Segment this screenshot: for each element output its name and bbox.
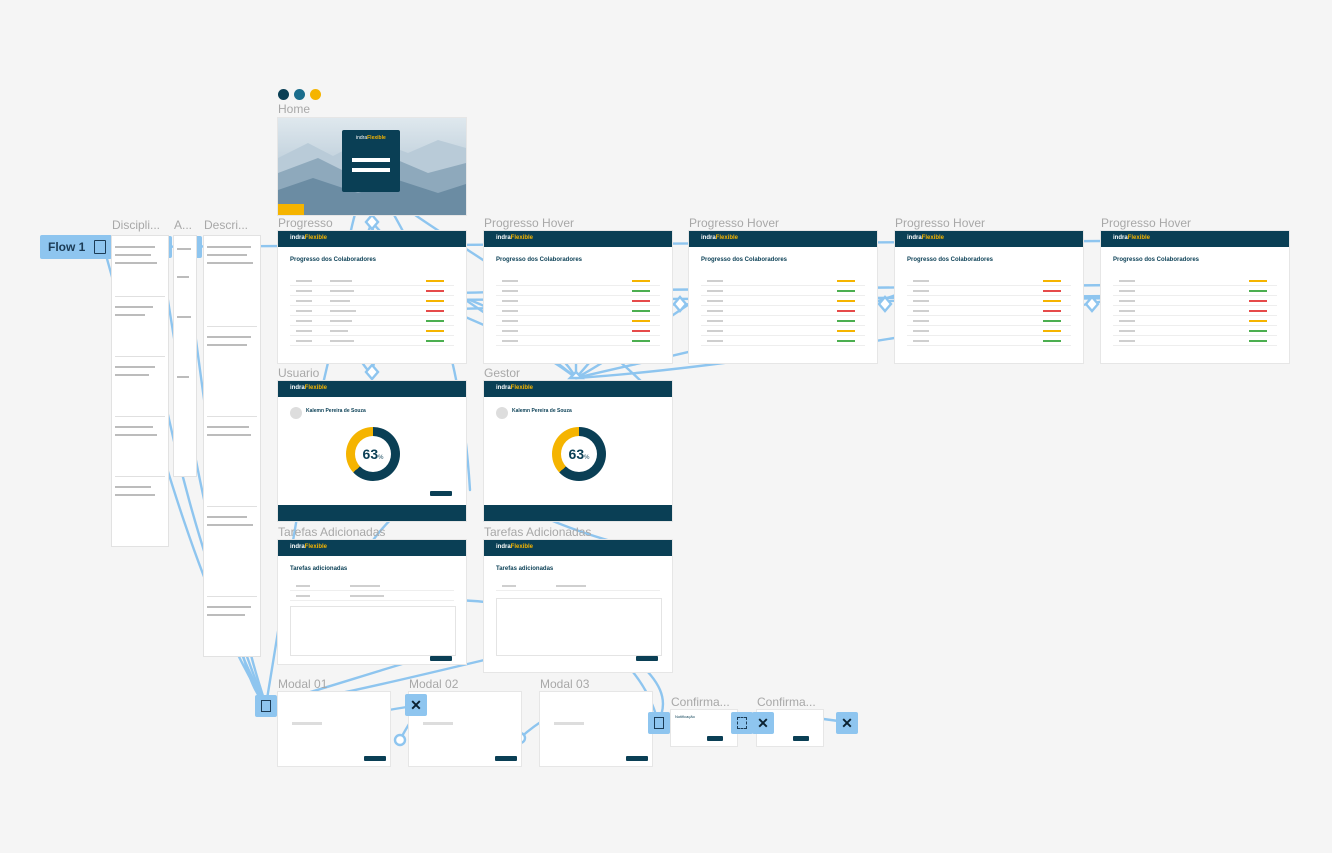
- close-badge-confirm1[interactable]: ✕: [752, 712, 774, 734]
- avatar: [290, 407, 302, 419]
- frame-label-modal3: Modal 03: [540, 677, 590, 691]
- frame-label-hover3: Progresso Hover: [895, 216, 986, 230]
- usuario-action-button[interactable]: [430, 491, 452, 496]
- close-icon: ✕: [410, 697, 422, 713]
- frame-label-tarefas1: Tarefas Adicionadas: [278, 525, 386, 539]
- tasks-title: Tarefas adicionadas: [290, 566, 348, 572]
- color-dot-teal: [294, 89, 305, 100]
- close-badge-modal2[interactable]: ✕: [405, 694, 427, 716]
- disciplinas-list: [112, 236, 168, 546]
- color-dot-dark: [278, 89, 289, 100]
- confirm2-ok-button[interactable]: [793, 736, 809, 741]
- frame-tarefas-2[interactable]: indraFlexible Tarefas adicionadas: [484, 540, 672, 672]
- device-icon: [261, 700, 271, 712]
- frame-label-gestor: Gestor: [484, 366, 521, 380]
- close-badge-confirm2[interactable]: ✕: [836, 712, 858, 734]
- frame-progresso-hover-3[interactable]: indraFlexible Progresso dos Colaboradore…: [895, 231, 1083, 363]
- frame-usuario[interactable]: indraFlexible Kalemn Pereira de Souza 63…: [278, 381, 466, 521]
- modal3-next-button[interactable]: [626, 756, 648, 761]
- device-icon: [94, 240, 106, 254]
- swap-badge[interactable]: [731, 712, 753, 734]
- frame-progresso-hover-1[interactable]: indraFlexible Progresso dos Colaboradore…: [484, 231, 672, 363]
- progress-title: Progresso dos Colaboradores: [290, 257, 377, 263]
- column-label-a: A...: [174, 218, 193, 232]
- user-name: Kalemn Pereira de Souza: [306, 408, 366, 414]
- frame-label-tarefas2: Tarefas Adicionadas: [484, 525, 592, 539]
- frame-progresso-hover-4[interactable]: indraFlexible Progresso dos Colaboradore…: [1101, 231, 1289, 363]
- progress-donut: 63%: [552, 427, 606, 481]
- column-label-descricao: Descri...: [204, 218, 249, 232]
- username-field[interactable]: [352, 158, 390, 162]
- modal1-next-button[interactable]: [364, 756, 386, 761]
- frame-tarefas-1[interactable]: indraFlexible Tarefas adicionadas: [278, 540, 466, 664]
- frame-label-hover4: Progresso Hover: [1101, 216, 1192, 230]
- close-icon: ✕: [841, 715, 853, 731]
- confirm1-ok-button[interactable]: [707, 736, 723, 741]
- avatar: [496, 407, 508, 419]
- frame-progresso[interactable]: indraFlexible Progresso dos Colaboradore…: [278, 231, 466, 363]
- frame-label-confirm2: Confirma...: [757, 695, 816, 709]
- frame-label-modal2: Modal 02: [409, 677, 459, 691]
- user-name: Kalemn Pereira de Souza: [512, 408, 572, 414]
- frame-modal-02[interactable]: [409, 692, 521, 766]
- modal2-next-button[interactable]: [495, 756, 517, 761]
- frame-modal-03[interactable]: [540, 692, 652, 766]
- column-label-disciplinas: Discipli...: [112, 218, 161, 232]
- color-dot-yellow: [310, 89, 321, 100]
- frame-label-home: Home: [278, 102, 311, 116]
- frame-home[interactable]: indraFlexible: [278, 118, 466, 215]
- a-list: [174, 236, 196, 476]
- frame-label-progresso: Progresso: [278, 216, 333, 230]
- donut-percent: 63: [362, 446, 379, 462]
- frame-label-modal1: Modal 01: [278, 677, 328, 691]
- donut-percent: 63: [568, 446, 585, 462]
- confirm-open-badge[interactable]: [648, 712, 670, 734]
- frame-label-usuario: Usuario: [278, 366, 320, 380]
- swap-icon: [737, 717, 747, 729]
- modal-open-badge[interactable]: [255, 695, 277, 717]
- add-task-button[interactable]: [636, 656, 658, 661]
- flow-start-button[interactable]: Flow 1: [40, 235, 112, 259]
- frame-label-hover2: Progresso Hover: [689, 216, 780, 230]
- password-field[interactable]: [352, 168, 390, 172]
- modal-title: Notificação: [675, 714, 695, 719]
- login-card: indraFlexible: [342, 130, 400, 192]
- flow-label: Flow 1: [48, 240, 86, 254]
- close-icon: ✕: [757, 715, 769, 731]
- device-icon: [654, 717, 664, 729]
- descricao-list: [204, 236, 260, 656]
- login-logo: indraFlexible: [356, 135, 386, 141]
- frame-gestor[interactable]: indraFlexible Kalemn Pereira de Souza 63…: [484, 381, 672, 521]
- add-task-button[interactable]: [430, 656, 452, 661]
- frame-modal-01[interactable]: [278, 692, 390, 766]
- frame-confirmacao-1[interactable]: Notificação: [671, 710, 737, 746]
- tasks-title: Tarefas adicionadas: [496, 566, 554, 572]
- progress-donut: 63%: [346, 427, 400, 481]
- frame-progresso-hover-2[interactable]: indraFlexible Progresso dos Colaboradore…: [689, 231, 877, 363]
- frame-label-hover1: Progresso Hover: [484, 216, 575, 230]
- frame-label-confirm1: Confirma...: [671, 695, 730, 709]
